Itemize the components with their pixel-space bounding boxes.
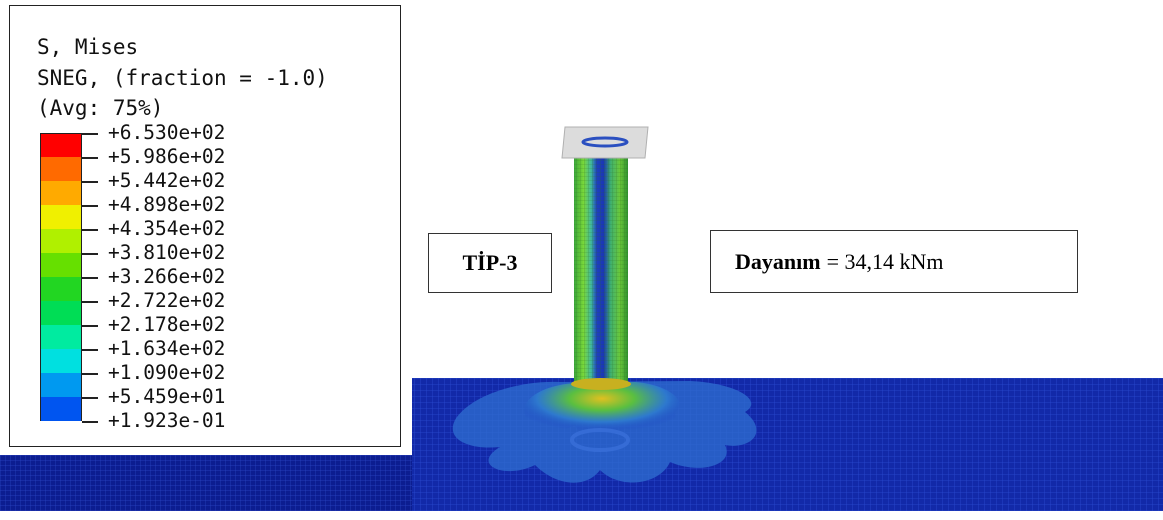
- legend-tick: [82, 397, 98, 399]
- legend-swatch: [40, 181, 82, 205]
- legend-tick: [82, 133, 98, 135]
- column-mesh: [574, 148, 628, 384]
- legend-tick: [82, 325, 98, 327]
- legend-tick: [82, 229, 98, 231]
- legend-tick: [82, 301, 98, 303]
- legend-value: +2.722e+02: [108, 289, 226, 312]
- legend-tick: [82, 205, 98, 207]
- legend-value: +3.810e+02: [108, 241, 226, 264]
- legend-swatch: [40, 133, 82, 157]
- legend-title-line-1: S, Mises: [37, 35, 139, 59]
- column-base: [571, 378, 631, 390]
- legend-tick: [82, 181, 98, 183]
- legend-value: +4.898e+02: [108, 193, 226, 216]
- top-plate: [561, 126, 649, 159]
- legend-title-line-2: SNEG, (fraction = -1.0): [37, 66, 328, 90]
- resistance-value: = 34,14 kNm: [826, 248, 944, 274]
- legend-swatch: [40, 397, 82, 421]
- legend-swatch: [40, 253, 82, 277]
- legend-swatch: [40, 325, 82, 349]
- legend-tick: [82, 157, 98, 159]
- legend-swatch: [40, 349, 82, 373]
- resistance-key: Dayanım: [735, 248, 821, 274]
- legend-value: +1.090e+02: [108, 361, 226, 384]
- legend-value: +6.530e+02: [108, 121, 226, 144]
- legend-tick: [82, 253, 98, 255]
- legend-tick: [82, 349, 98, 351]
- legend-value: +4.354e+02: [108, 217, 226, 240]
- legend-swatch: [40, 277, 82, 301]
- legend-title-line-3: (Avg: 75%): [37, 96, 164, 120]
- legend-swatch: [40, 157, 82, 181]
- resistance-label-box: Dayanım = 34,14 kNm: [710, 230, 1078, 293]
- legend-value: +1.634e+02: [108, 337, 226, 360]
- legend-tick: [82, 277, 98, 279]
- stress-region-inner: [524, 382, 680, 438]
- type-label-box: TİP-3: [428, 233, 552, 293]
- legend-swatch: [40, 205, 82, 229]
- legend-value: +5.459e+01: [108, 385, 226, 408]
- legend-tick: [82, 421, 98, 423]
- legend-value: +3.266e+02: [108, 265, 226, 288]
- legend-value: +2.178e+02: [108, 313, 226, 336]
- legend-swatch: [40, 301, 82, 325]
- hole-ring: [570, 428, 630, 452]
- legend-swatch: [40, 229, 82, 253]
- type-label: TİP-3: [462, 250, 518, 275]
- contour-legend: S, Mises SNEG, (fraction = -1.0) (Avg: 7…: [9, 5, 401, 447]
- legend-tick: [82, 373, 98, 375]
- legend-value: +1.923e-01: [108, 409, 226, 432]
- legend-value: +5.986e+02: [108, 145, 226, 168]
- legend-value: +5.442e+02: [108, 169, 226, 192]
- legend-swatch: [40, 373, 82, 397]
- top-plate-hole: [581, 136, 629, 148]
